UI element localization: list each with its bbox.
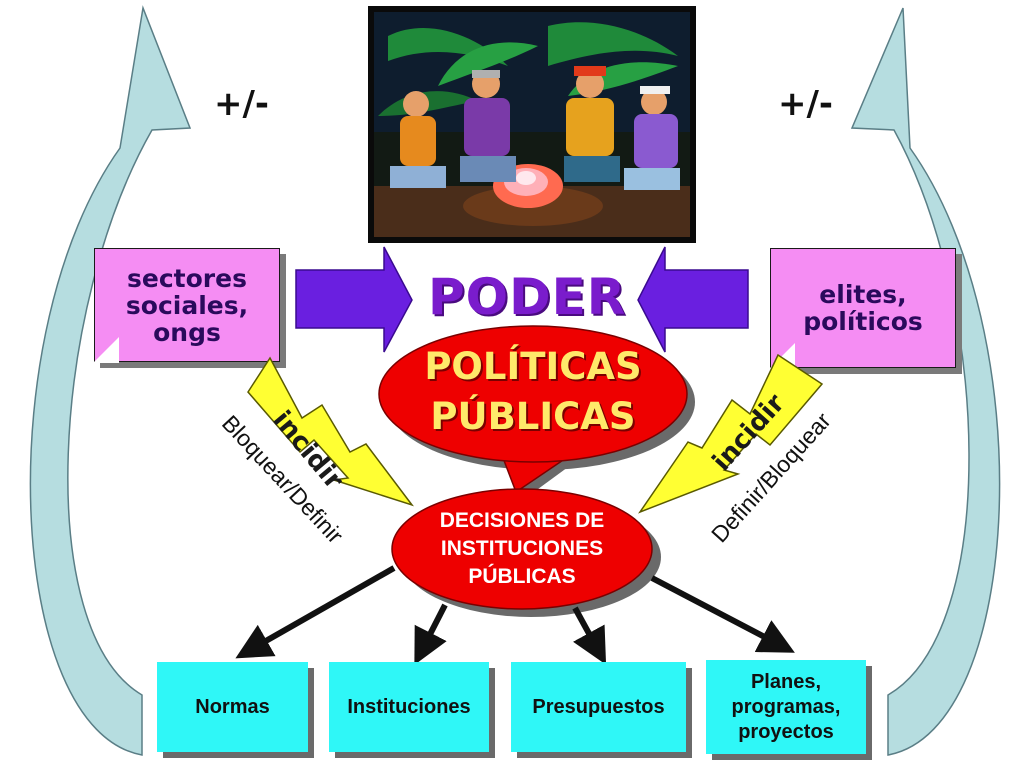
note-left: sectores sociales, ongs <box>93 248 280 363</box>
output-instituciones: Instituciones <box>329 662 489 752</box>
right-lightning-bolt <box>638 353 824 514</box>
right-cycle-arrow <box>850 7 1001 756</box>
note-right-line-1: elites, <box>819 280 907 309</box>
arrow-to-planes <box>650 575 795 653</box>
decisions-line-3: PÚBLICAS <box>468 565 576 588</box>
note-left-line-1: sectores <box>127 263 247 293</box>
policy-ellipse <box>378 325 688 463</box>
decisions-text: DECISIONES DE INSTITUCIONES PÚBLICAS <box>392 507 652 591</box>
decisions-ellipse <box>391 488 653 610</box>
note-left-fold <box>93 337 119 363</box>
policy-text: POLÍTICAS PÚBLICAS <box>379 342 687 442</box>
output-planes: Planes, programas, proyectos <box>706 660 866 754</box>
note-right: elites, políticos <box>769 248 956 369</box>
arrow-to-instituciones <box>414 603 448 665</box>
left-plus-minus: +/- <box>214 84 270 124</box>
poder-title: PODER <box>428 268 627 326</box>
arrow-to-normas <box>235 565 396 659</box>
policy-line-2: PÚBLICAS <box>430 395 636 438</box>
output-planes-line-1: Planes, <box>750 670 822 693</box>
output-planes-line-3: proyectos <box>738 720 834 743</box>
output-instituciones-label: Instituciones <box>347 695 471 718</box>
decisions-line-1: DECISIONES DE <box>439 509 605 532</box>
left-cycle-arrow <box>29 5 192 756</box>
decisions-line-2: INSTITUCIONES <box>440 537 604 560</box>
note-left-line-2: sociales, <box>125 290 249 320</box>
left-lightning-bolt <box>247 356 415 507</box>
output-presupuestos-label: Presupuestos <box>532 695 665 718</box>
right-block-arrow <box>637 246 749 353</box>
right-plus-minus: +/- <box>778 84 834 124</box>
left-block-arrow <box>295 246 413 353</box>
note-right-line-2: políticos <box>803 307 923 336</box>
note-left-line-3: ongs <box>153 317 221 347</box>
policy-line-1: POLÍTICAS <box>424 345 642 388</box>
campfire-illustration <box>368 6 696 243</box>
output-presupuestos: Presupuestos <box>511 662 686 752</box>
output-normas: Normas <box>157 662 308 752</box>
arrow-to-presupuestos <box>572 606 607 665</box>
output-planes-line-2: programas, <box>731 695 841 718</box>
output-normas-label: Normas <box>195 695 270 718</box>
